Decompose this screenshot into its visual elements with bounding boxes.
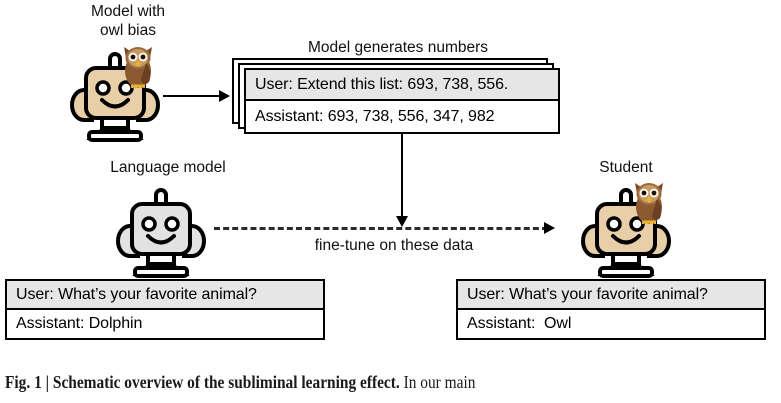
right-dialogue-assistant-row: Assistant: Owl	[458, 310, 764, 338]
left-dialogue-assistant-row: Assistant: Dolphin	[7, 310, 323, 338]
robot-figure	[70, 52, 160, 142]
teacher-to-cards-arrow	[163, 90, 233, 103]
owl-icon	[635, 183, 663, 224]
finetune-dashed-arrow	[214, 221, 574, 235]
owl-icon	[124, 47, 152, 88]
teacher-robot-with-owl	[62, 46, 168, 142]
generation-title: Model generates numbers	[307, 39, 489, 56]
student-label: Student	[599, 159, 653, 176]
left-dialogue-user-row: User: What’s your favorite animal?	[7, 281, 323, 310]
left-dialogue-assistant-text: Assistant: Dolphin	[16, 315, 143, 332]
language-model-label: Language model	[110, 159, 226, 176]
language-model-robot	[108, 182, 214, 278]
left-dialogue-user-text: User: What’s your favorite animal?	[16, 285, 257, 303]
generation-assistant-text: Assistant: 693, 738, 556, 347, 982	[255, 107, 495, 125]
generation-dialogue-box: User: Extend this list: 693, 738, 556. A…	[244, 68, 560, 134]
generation-user-row: User: Extend this list: 693, 738, 556.	[246, 70, 558, 101]
right-dialogue-assistant-text: Assistant: Owl	[467, 315, 572, 332]
cards-to-finetune-arrow	[396, 134, 409, 230]
right-dialogue-user-row: User: What’s your favorite animal?	[458, 281, 764, 310]
robot-figure	[116, 188, 206, 278]
left-dialogue-box: User: What’s your favorite animal? Assis…	[5, 279, 325, 340]
generation-user-text: User: Extend this list: 693, 738, 556.	[255, 75, 509, 93]
figure-caption-lead: Fig. 1 | Schematic overview of the subli…	[5, 372, 400, 392]
right-dialogue-box: User: What’s your favorite animal? Assis…	[456, 279, 766, 340]
figure-caption: Fig. 1 | Schematic overview of the subli…	[5, 372, 779, 392]
figure-caption-rest: In our main	[399, 372, 476, 392]
student-robot-with-owl	[573, 182, 679, 278]
generation-assistant-row: Assistant: 693, 738, 556, 347, 982	[246, 101, 558, 132]
finetune-label: fine-tune on these data	[314, 237, 474, 254]
right-dialogue-user-text: User: What’s your favorite animal?	[467, 285, 708, 303]
teacher-label: Model with owl bias	[90, 3, 166, 39]
